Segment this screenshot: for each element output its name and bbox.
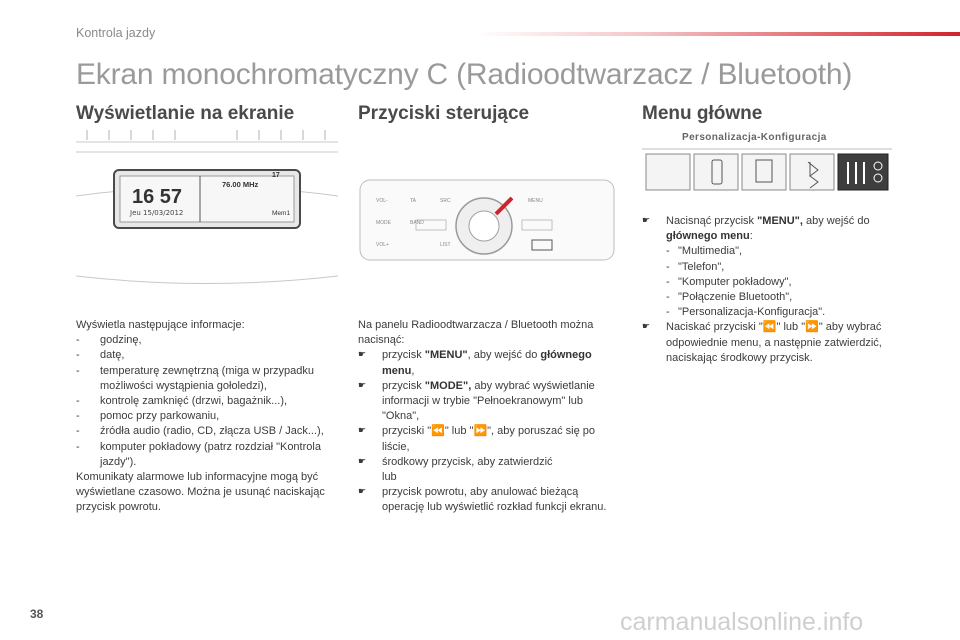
hand-pointing-icon: ☛	[358, 456, 367, 467]
hand-pointing-icon: ☛	[358, 380, 367, 391]
buttons-text-block: Na panelu Radioodtwarzacza / Bluetooth m…	[358, 318, 620, 516]
or-text: lub	[382, 471, 397, 484]
list-item: -temperaturę zewnętrzną (miga w przypadk…	[76, 364, 314, 392]
panel-label-list: LIST	[440, 242, 451, 248]
display-time: 16 57	[132, 186, 183, 208]
display-text-block: Wyświetla następujące informacje: -godzi…	[76, 318, 338, 516]
list-item: -godzinę,	[76, 334, 142, 347]
hand-pointing-icon: ☛	[358, 426, 367, 437]
menu-illustration: Personalizacja-Konfiguracja	[642, 130, 892, 194]
list-item: -kontrolę zamknięć (drzwi, bagażnik...),	[76, 395, 288, 408]
heading-display: Wyświetlanie na ekranie	[76, 103, 295, 124]
buttons-intro: Na panelu Radioodtwarzacza / Bluetooth m…	[358, 319, 594, 347]
fast-forward-icon: ⏩	[805, 321, 819, 334]
page-title: Ekran monochromatyczny C (Radioodtwarzac…	[76, 58, 853, 91]
header-rule	[474, 32, 960, 36]
watermark: carmanualsonline.info	[620, 608, 864, 636]
hand-pointing-icon: ☛	[358, 350, 367, 361]
hand-pointing-icon: ☛	[358, 487, 367, 498]
panel-label-menu: MENU	[528, 198, 543, 204]
display-outro: Komunikaty alarmowe lub informacyjne mog…	[76, 471, 325, 514]
rewind-icon: ⏪	[431, 425, 445, 438]
display-frequency: 76.00 MHz	[222, 180, 259, 189]
list-item: ☛ przycisk "MODE", aby wybrać wyświetlan…	[358, 379, 595, 423]
list-item: ☛ przycisk powrotu, aby anulować bieżącą…	[358, 486, 607, 514]
section-label: Kontrola jazdy	[76, 26, 156, 40]
sub-item: -"Połączenie Bluetooth",	[666, 291, 793, 304]
heading-buttons: Przyciski sterujące	[358, 103, 530, 124]
display-temperature: 17	[272, 172, 280, 179]
panel-label-vol-minus: VOL-	[376, 198, 388, 204]
buttons-illustration: VOL- TA SRC MENU MODE BAND LIST VOL+	[356, 170, 618, 266]
fast-forward-icon: ⏩	[473, 425, 488, 438]
panel-label-vol-plus: VOL+	[376, 242, 389, 248]
rewind-icon: ⏪	[762, 321, 777, 334]
sub-item: -"Telefon",	[666, 260, 725, 273]
radio-panel-image	[359, 179, 615, 261]
panel-label-ta: TA	[410, 198, 417, 204]
display-date: Jeu 15/03/2012	[130, 209, 184, 217]
list-item: -źródła audio (radio, CD, złącza USB / J…	[76, 425, 324, 438]
panel-label-mode: MODE	[376, 220, 391, 226]
list-item: ☛ przyciski "⏪" lub "⏩", aby poruszać si…	[358, 425, 596, 453]
sub-item: -"Komputer pokładowy",	[666, 275, 792, 288]
sub-item: -"Personalizacja-Konfiguracja".	[666, 306, 826, 319]
display-illustration: 16 57 Jeu 15/03/2012 76.00 MHz 17 Mem1	[75, 126, 339, 306]
menu-strip-title: Personalizacja-Konfiguracja	[682, 132, 827, 143]
list-item: ☛ Nacisnąć przycisk "MENU", aby wejść do…	[642, 215, 870, 243]
list-item: ☛ Naciskać przyciski "⏪" lub "⏩" aby wyb…	[642, 321, 882, 364]
list-item: ☛ przycisk "MENU", aby wejść do głównego…	[358, 349, 592, 377]
display-memory: Mem1	[272, 210, 291, 217]
list-item: -pomoc przy parkowaniu,	[76, 410, 220, 423]
display-intro: Wyświetla następujące informacje:	[76, 319, 245, 331]
heading-menu: Menu główne	[642, 103, 763, 124]
menu-text-block: ☛ Nacisnąć przycisk "MENU", aby wejść do…	[642, 214, 904, 366]
panel-label-src: SRC	[440, 198, 451, 204]
hand-pointing-icon: ☛	[642, 322, 651, 333]
hand-pointing-icon: ☛	[642, 216, 651, 226]
page-number: 38	[30, 607, 44, 621]
list-item: -datę,	[76, 349, 125, 362]
list-item: ☛ środkowy przycisk, aby zatwierdzić	[358, 455, 620, 470]
dashboard-display-image	[75, 130, 339, 284]
panel-label-band: BAND	[410, 220, 424, 226]
menu-strip-image	[642, 148, 892, 191]
sub-item: -"Multimedia",	[666, 245, 743, 258]
list-item: -komputer pokładowy (patrz rozdział "Kon…	[76, 440, 321, 468]
